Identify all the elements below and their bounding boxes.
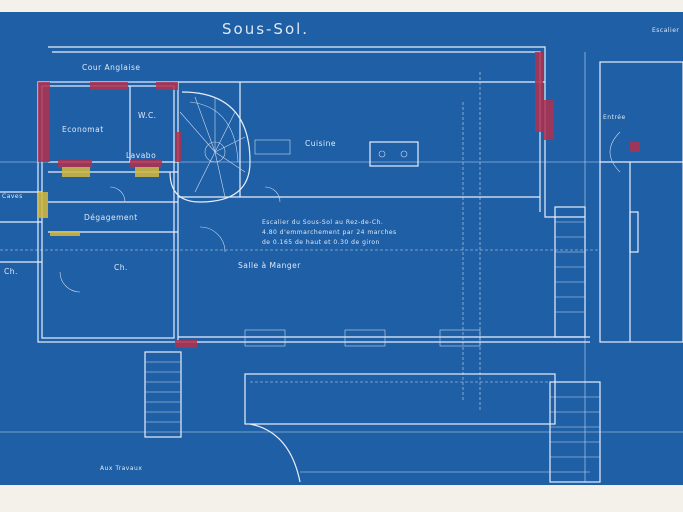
floor-plan: Sous-Sol. Cour Anglaise Economat W.C. La… (0, 20, 683, 483)
room-label-wc: W.C. (138, 111, 157, 120)
blueprint-sheet: Sous-Sol. Cour Anglaise Economat W.C. La… (0, 12, 683, 485)
room-label-ch-left: Ch. (4, 267, 18, 276)
room-label-caves: Caves (2, 193, 23, 200)
bottom-note: Aux Travaux (100, 465, 142, 472)
right-wing (599, 61, 683, 343)
stair-note-line2: 4.80 d'emmarchement par 24 marches (262, 229, 397, 236)
stair-note-line3: de 0.165 de haut et 0.30 de giron (262, 239, 380, 246)
room-label-entree: Entrée (603, 114, 626, 121)
stair-note-line1: Escalier du Sous-Sol au Rez-de-Ch. (262, 219, 383, 226)
room-label-degagement: Dégagement (84, 213, 138, 222)
room-label-cour-anglaise: Cour Anglaise (82, 63, 140, 72)
room-label-cuisine: Cuisine (305, 139, 336, 148)
external-stair-right (549, 206, 601, 483)
main-walls (0, 46, 590, 343)
room-label-ch: Ch. (114, 263, 128, 272)
external-stair-left (144, 351, 182, 438)
spiral-stair (169, 91, 251, 203)
room-label-salle-a-manger: Salle à Manger (238, 261, 301, 270)
kitchen-fixtures (244, 139, 481, 347)
room-label-lavabo: Lavabo (126, 151, 156, 160)
room-label-escalier-right: Escalier (652, 27, 679, 34)
room-label-economat: Economat (62, 125, 104, 134)
sheet-title: Sous-Sol. (222, 20, 309, 38)
door-swings (59, 186, 281, 293)
hatched-walls (38, 52, 640, 348)
lower-ramp (244, 373, 590, 483)
